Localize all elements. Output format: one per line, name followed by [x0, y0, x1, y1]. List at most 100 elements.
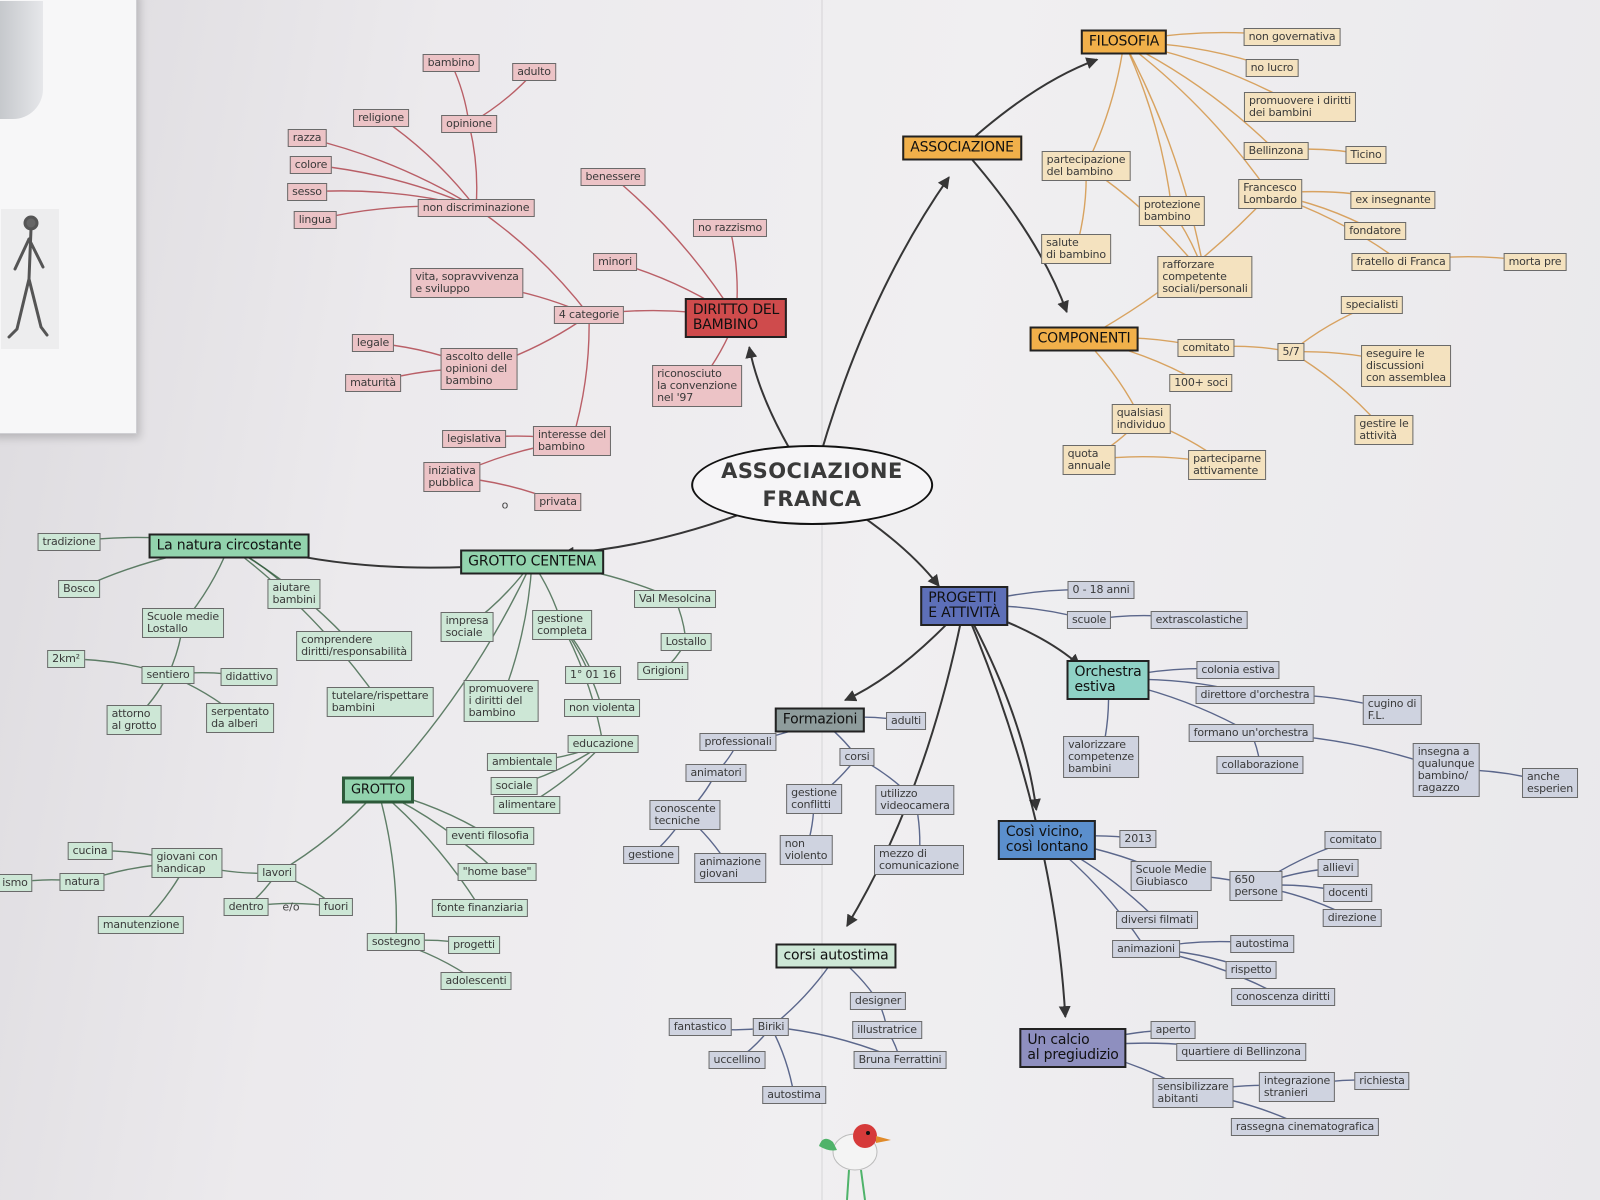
- node-valmesolcina: Val Mesolcina: [634, 590, 716, 608]
- bird-mascot-icon: [819, 1124, 891, 1200]
- link-razza-nondisc: [306, 137, 477, 209]
- link-progetti-cosi: [963, 605, 1041, 812]
- node-protezione: protezione bambino: [1138, 196, 1206, 226]
- node-fondatore: fondatore: [1344, 222, 1406, 240]
- link-cat4-interesse: [571, 314, 590, 442]
- node-soci: 100+ soci: [1169, 374, 1233, 392]
- node-ticino: Ticino: [1345, 146, 1387, 164]
- node-giovani: giovani con handicap: [151, 848, 223, 878]
- node-nonviolento: non violento: [779, 835, 833, 865]
- branch-node-diritto: DIRITTO DEL BAMBINO: [684, 298, 788, 338]
- node-sesso: sesso: [287, 183, 327, 201]
- node-anche: anche esperien: [1522, 768, 1578, 798]
- node-privata: privata: [534, 493, 582, 511]
- framed-picture: [0, 0, 137, 434]
- node-bellinzona: Bellinzona: [1243, 142, 1309, 160]
- node-progettig: progetti: [448, 936, 500, 954]
- node-fratello: fratello di Franca: [1351, 253, 1451, 271]
- node-grigioni: Grigioni: [637, 662, 689, 680]
- link-filosofia-protezione: [1123, 41, 1173, 212]
- node-biriki: Biriki: [752, 1018, 790, 1036]
- node-direttore: direttore d'orchestra: [1195, 686, 1315, 704]
- node-eventi: eventi filosofia: [446, 827, 534, 845]
- node-legale: legale: [351, 334, 395, 352]
- node-tradizione: tradizione: [37, 533, 101, 551]
- link-filosofia-rafforzare: [1123, 41, 1206, 278]
- node-lostallo: Lostallo: [660, 633, 712, 651]
- node-animazioni: animazioni: [1112, 940, 1180, 958]
- node-qualsiasi: qualsiasi individuo: [1111, 404, 1171, 434]
- branch-node-formazioni: Formazioni: [774, 707, 866, 733]
- node-animazione: animazione giovani: [694, 853, 766, 883]
- paper-crease: [821, 0, 823, 1200]
- link-progetti-calcio: [963, 605, 1071, 1019]
- node-bambino: bambino: [422, 54, 480, 72]
- node-gestconflitti: gestione conflitti: [786, 784, 842, 814]
- link-center-associazione: [811, 176, 950, 486]
- branch-node-calcio: Un calcio al pregiudizio: [1019, 1028, 1127, 1068]
- node-formano: formano un'orchestra: [1188, 724, 1314, 742]
- node-sentiero: sentiero: [141, 666, 195, 684]
- node-km2: 2km²: [47, 650, 85, 668]
- node-opinione: opinione: [441, 115, 497, 133]
- node-francesco: Francesco Lombardo: [1238, 179, 1302, 209]
- link-associazione-componenti: [961, 147, 1069, 314]
- node-anno: 2013: [1119, 830, 1157, 848]
- node-legislativa: legislativa: [442, 430, 506, 448]
- node-comprendere: comprendere diritti/responsabilità: [296, 631, 412, 661]
- branch-node-cosi: Così vicino, così lontano: [997, 820, 1097, 860]
- node-s57: 5/7: [1277, 343, 1305, 361]
- node-quartiere: quartiere di Bellinzona: [1176, 1043, 1306, 1061]
- node-corsi: corsi: [839, 748, 875, 766]
- node-data: 1° 01 16: [565, 666, 621, 684]
- node-scuolemedie: Scuole medie Lostallo: [142, 608, 224, 638]
- node-allievi: allievi: [1317, 859, 1359, 877]
- node-razza: razza: [287, 129, 327, 147]
- node-religione: religione: [353, 109, 409, 127]
- node-colore: colore: [289, 156, 333, 174]
- node-extrascol: extrascolastiche: [1150, 611, 1248, 629]
- node-utilizzo: utilizzo videocamera: [875, 785, 955, 815]
- node-nonviolenta: non violenta: [564, 699, 640, 717]
- node-specialisti: specialisti: [1340, 296, 1404, 314]
- node-persone: 650 persone: [1229, 871, 1283, 901]
- node-sostegno: sostegno: [366, 933, 426, 951]
- node-lingua: lingua: [293, 211, 337, 229]
- node-maturita: maturità: [345, 374, 401, 392]
- node-educazione: educazione: [567, 735, 639, 753]
- link-biriki-autostima: [770, 1026, 795, 1096]
- node-rassegna: rassegna cinematografica: [1230, 1118, 1380, 1136]
- node-gestione: gestione completa: [532, 610, 592, 640]
- node-cucina: cucina: [67, 842, 113, 860]
- branch-node-orchestra: Orchestra estiva: [1066, 660, 1150, 700]
- node-didattivo: didattivo: [220, 668, 278, 686]
- node-autostima2: autostima: [1230, 935, 1294, 953]
- glass-object: [0, 1, 43, 119]
- anatomy-figure-image: [1, 209, 59, 349]
- node-nongov: non governativa: [1243, 28, 1341, 46]
- node-scuole: scuole: [1066, 611, 1112, 629]
- node-richiesta: richiesta: [1354, 1072, 1410, 1090]
- link-progetti-corsi_auto: [846, 605, 965, 927]
- node-designer: designer: [849, 992, 907, 1010]
- node-collaborazione: collaborazione: [1216, 756, 1304, 774]
- node-cugino: cugino di F.L.: [1362, 695, 1422, 725]
- node-autostima: autostima: [762, 1086, 826, 1104]
- node-benessere: benessere: [580, 168, 646, 186]
- node-insegna: insegna a qualunque bambino/ ragazzo: [1412, 743, 1480, 797]
- node-gestire: gestire le attività: [1354, 415, 1414, 445]
- branch-node-corsi_auto: corsi autostima: [775, 943, 897, 969]
- node-comitato: comitato: [1177, 339, 1235, 357]
- node-cat4: 4 categorie: [553, 306, 625, 324]
- node-fonte: fonte finanziaria: [431, 899, 529, 917]
- node-direzione: direzione: [1322, 909, 1382, 927]
- node-adolescenti: adolescenti: [440, 972, 512, 990]
- node-valorizzare: valorizzare competenze bambini: [1063, 736, 1139, 778]
- node-iniziativa: iniziativa pubblica: [423, 462, 481, 492]
- node-comitato2: comitato: [1324, 831, 1382, 849]
- node-morta: morta pre: [1503, 253, 1567, 271]
- link-nondisc-cat4: [475, 207, 590, 316]
- node-uccellino: uccellino: [708, 1051, 766, 1069]
- branch-node-filosofia: FILOSOFIA: [1080, 29, 1168, 55]
- node-nondisc: non discriminazione: [417, 199, 535, 217]
